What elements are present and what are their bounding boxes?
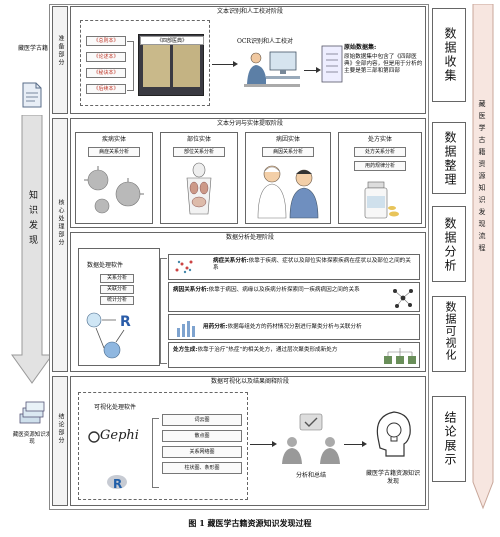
entity-sub-body-part: 部位关系分析 — [173, 147, 225, 157]
entity-sub-prescription: 处方关系分析 — [354, 147, 406, 157]
viz-output-wordcloud: 词云图 — [162, 414, 242, 426]
book-image-label: 《四部医典》 — [140, 36, 204, 45]
analysis-2-text: 依靠于病因、病缘以及疾病分析探索同一疾病病因之间的关系 — [208, 287, 360, 293]
final-result-label: 藏医学古籍资源知识发现 — [365, 470, 420, 485]
flow-down-arrow — [11, 115, 53, 384]
viz-software-title: 可视化处理软件 — [93, 404, 136, 411]
raw-data-desc: 原始数据集中包含了《四部医典》全部内容，但是用于分析的主要是第三部和第四部 — [344, 54, 423, 74]
lightbulb-head-icon — [376, 411, 411, 457]
book-bracket — [127, 41, 134, 91]
arrow-ocr-to-raw — [304, 70, 318, 71]
software-cycle-icon: R — [86, 312, 131, 359]
phase-collect-label: 数据收集 — [443, 27, 457, 83]
stage-4-title: 数据可视化以及结果阐释阶段 — [210, 378, 289, 385]
result-label-left: 藏医资源知识发现 — [12, 432, 52, 445]
viz-bracket — [152, 418, 159, 488]
arrow-books-to-ocr-head — [233, 61, 238, 67]
arrow-viz-to-analysis-head — [272, 441, 277, 447]
gephi-label: Gephi — [100, 428, 139, 443]
entity-title-disease: 疾病实体 — [101, 136, 126, 143]
viz-output-network: 关系网络图 — [162, 446, 242, 458]
viz-output-bars: 柱状图、条形图 — [162, 462, 242, 474]
arrow-viz-to-analysis — [250, 444, 274, 445]
ocr-label: OCR识别和人工校对 — [236, 38, 294, 45]
phase-conclude: 结论展示 — [432, 396, 466, 482]
phase-organize: 数据整理 — [432, 122, 466, 194]
entity-sub2-prescription: 用药规律分析 — [354, 161, 406, 171]
dataset-icon — [321, 45, 343, 83]
anatomy-image — [186, 162, 212, 215]
right-flow-label: 藏医学古籍资源知识发现流程 — [478, 100, 486, 256]
software-title: 数据处理软件 — [86, 262, 123, 269]
entity-sub-cause: 病因关系分析 — [262, 147, 314, 157]
network-mini-icon — [393, 289, 413, 308]
raw-data-title: 原始数据集: — [344, 44, 377, 51]
stage-2-title: 文本分词与实体提取阶段 — [216, 120, 283, 127]
book-item-4: 《后续本》 — [86, 84, 126, 94]
book-item-3: 《秘诀本》 — [86, 68, 126, 78]
tool-relation-analysis: 关系分析 — [100, 274, 134, 283]
analysis-4-text: 依靠于治疗“热症”的相关处方，通过层次聚类形成新处方 — [197, 347, 338, 353]
software-bracket — [160, 258, 167, 364]
document-icon — [22, 82, 42, 108]
analysis-1-text: 依靠于疾病、症状以及部位实体探索疾病在症状以及部位之间的关系 — [213, 258, 411, 271]
doctor-patient-image — [257, 165, 319, 219]
svg-text:R: R — [120, 314, 131, 330]
book-item-2: 《论述本》 — [86, 52, 126, 62]
r-logo: R — [107, 475, 127, 491]
arrow-ocr-to-raw-head — [316, 67, 321, 73]
svg-text:R: R — [113, 477, 122, 491]
analysis-3-text: 依据每组处方的药材情况分割进行聚类分析与关联分析 — [227, 324, 362, 330]
gephi-logo: Gephi — [88, 428, 146, 448]
stage-1-label-cell: 准备部分 — [52, 6, 68, 114]
analysis-4-title: 处方生成: — [173, 347, 198, 353]
right-flow-arrow — [472, 4, 494, 510]
entity-title-cause: 病因实体 — [275, 136, 300, 143]
flow-label: 知识发现 — [27, 190, 37, 250]
entity-title-prescription: 处方实体 — [367, 136, 392, 143]
entity-sub-disease: 病症关系分析 — [88, 147, 140, 157]
phase-visualize: 数据可视化 — [432, 296, 466, 372]
phase-analyze-label: 数据分析 — [443, 217, 457, 273]
phase-visualize-label: 数据可视化 — [444, 301, 457, 361]
virus-image — [84, 166, 144, 214]
stage-4-label-cell: 结论部分 — [52, 376, 68, 506]
analysis-row-4: 处方生成:依靠于治疗“热症”的相关处方，通过层次聚类形成新处方 — [168, 342, 420, 368]
stage-3-title: 数据分析处理阶段 — [225, 234, 274, 241]
arrow-books-to-ocr — [212, 64, 236, 65]
analysis-1-title: 病症关系分析: — [213, 258, 249, 264]
stage-1-title: 文本识别和人工校对阶段 — [216, 8, 283, 15]
db-label: 藏医学古籍 — [17, 45, 48, 52]
medicine-bottle-image — [364, 181, 399, 219]
analysis-2-title: 病因关系分析: — [173, 287, 209, 293]
phase-organize-label: 数据整理 — [443, 131, 457, 187]
analysis-row-2: 病因关系分析:依靠于病因、病缘以及疾病分析探索同一疾病病因之间的关系 — [168, 282, 420, 312]
viz-output-scatter: 散点图 — [162, 430, 242, 442]
analysis-row-3: 用药分析:依据每组处方的药材情况分割进行聚类分析与关联分析 — [168, 314, 420, 340]
bar-chart-mini-icon — [177, 321, 195, 337]
stage-2-label: 核心处理部分 — [57, 199, 64, 247]
tree-mini-icon — [384, 348, 416, 364]
arrow-analysis-to-result — [344, 444, 364, 445]
phase-analyze: 数据分析 — [432, 206, 466, 282]
analysis-summary-label: 分析和总结 — [295, 472, 326, 479]
entity-title-body-part: 部位实体 — [186, 136, 211, 143]
discussion-icon — [282, 413, 340, 464]
book-item-1: 《总则本》 — [86, 36, 126, 46]
database-stack-icon — [19, 401, 45, 424]
analysis-row-1: 病症关系分析:依靠于疾病、症状以及部位实体探索疾病在症状以及部位之间的关系 — [168, 254, 420, 280]
phase-collect: 数据收集 — [432, 8, 466, 102]
scatter-mini-icon — [175, 260, 193, 274]
tool-association-analysis: 关联分析 — [100, 285, 134, 294]
phase-conclude-label: 结论展示 — [443, 411, 457, 467]
analysis-3-title: 用药分析: — [203, 324, 228, 330]
stage-1-label: 准备部分 — [57, 35, 64, 67]
computer-user-icon — [244, 51, 300, 87]
figure-caption: 图 1 藏医学古籍资源知识发现过程 — [188, 518, 312, 528]
arrow-analysis-to-result-head — [362, 441, 367, 447]
tool-statistics: 统计分析 — [100, 296, 134, 305]
stage-4-label: 结论部分 — [57, 413, 64, 445]
stage-2-label-cell: 核心处理部分 — [52, 118, 68, 372]
